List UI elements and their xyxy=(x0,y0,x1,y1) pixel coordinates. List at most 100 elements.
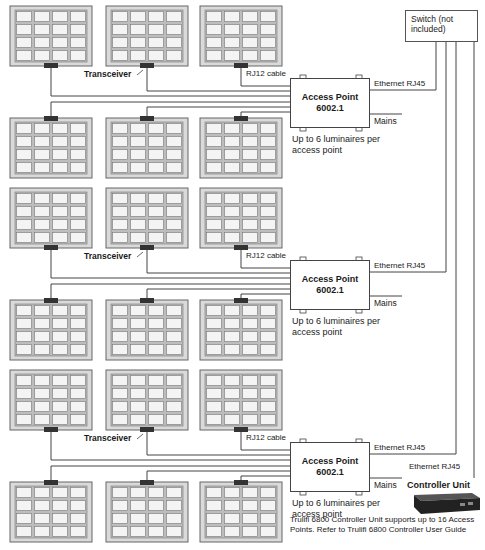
panel-cell xyxy=(113,306,128,316)
panel-cell xyxy=(17,332,32,342)
panel-cell xyxy=(71,12,86,22)
rj12-cable xyxy=(241,112,290,116)
panel-inner xyxy=(111,10,183,62)
panel-inner xyxy=(111,374,183,426)
panel-cell xyxy=(71,137,86,147)
panel-cell xyxy=(243,319,258,329)
panel-cell xyxy=(261,194,276,204)
panel-cell xyxy=(243,233,258,243)
panel-cell xyxy=(207,389,222,399)
panel-cell xyxy=(243,376,258,386)
panel-cell xyxy=(17,12,32,22)
panel-frame xyxy=(200,118,282,178)
panel-cell xyxy=(131,389,146,399)
panel-cell xyxy=(167,376,182,386)
panel-cell xyxy=(131,25,146,35)
panel-cell xyxy=(53,163,68,173)
panel-cell xyxy=(53,51,68,61)
transceiver-symbol xyxy=(44,245,58,250)
panel-cell xyxy=(149,488,164,498)
panel-cell xyxy=(207,163,222,173)
panel-cell xyxy=(207,402,222,412)
panel-cell xyxy=(53,137,68,147)
panel-cell xyxy=(243,389,258,399)
panel-cell xyxy=(167,501,182,511)
transceiver-symbol xyxy=(234,63,248,68)
panel-cell xyxy=(149,25,164,35)
panel-cell xyxy=(261,51,276,61)
rj12-cable xyxy=(51,68,290,96)
panel-cell xyxy=(243,501,258,511)
panel-cell xyxy=(17,51,32,61)
panel-frame xyxy=(10,118,92,178)
panel-cell xyxy=(167,389,182,399)
panel-cell xyxy=(261,220,276,230)
panel-cell xyxy=(131,415,146,425)
panel-cell xyxy=(131,319,146,329)
panel-cell xyxy=(131,137,146,147)
panel-cell xyxy=(243,402,258,412)
panel-cell xyxy=(149,514,164,524)
note-label: Up to 6 luminaires per access point xyxy=(292,316,402,338)
panel-inner xyxy=(15,304,87,356)
panel-cell xyxy=(35,38,50,48)
transceiver-symbol xyxy=(140,63,154,68)
rj12-cable xyxy=(147,289,290,298)
panel-cell xyxy=(261,12,276,22)
panel-inner xyxy=(111,122,183,174)
luminaire-panel xyxy=(10,116,92,178)
panel-cell xyxy=(149,389,164,399)
luminaire-panel xyxy=(200,188,282,250)
panel-cell xyxy=(225,137,240,147)
panel-cell xyxy=(261,402,276,412)
panel-cell xyxy=(17,415,32,425)
panel-cell xyxy=(131,220,146,230)
node-text: Switch (not included) xyxy=(411,14,472,34)
panel-cell xyxy=(261,137,276,147)
panel-cell xyxy=(149,207,164,217)
panel-cell xyxy=(149,220,164,230)
panel-cell xyxy=(243,12,258,22)
luminaire-panel xyxy=(106,6,188,68)
controller-unit: Controller Unit xyxy=(405,478,482,492)
panel-cell xyxy=(207,51,222,61)
connector-label: Ethernet RJ45 xyxy=(408,462,461,472)
panel-cell xyxy=(225,514,240,524)
panel-cell xyxy=(17,150,32,160)
ethernet-connector xyxy=(370,42,436,90)
panel-cell xyxy=(261,38,276,48)
panel-cell xyxy=(243,488,258,498)
panel-cell xyxy=(167,306,182,316)
leader-line xyxy=(137,252,143,257)
panel-cell xyxy=(149,402,164,412)
panel-inner xyxy=(15,192,87,244)
panel-cell xyxy=(261,389,276,399)
panel-cell xyxy=(149,415,164,425)
panel-cell xyxy=(207,488,222,498)
panel-frame xyxy=(106,188,188,248)
panel-cell xyxy=(225,376,240,386)
panel-cell xyxy=(53,402,68,412)
rj12-cable xyxy=(147,471,290,480)
panel-cell xyxy=(113,389,128,399)
panel-cell xyxy=(243,137,258,147)
luminaire-panel xyxy=(200,370,282,432)
panel-cell xyxy=(53,527,68,537)
luminaire-panel xyxy=(200,116,282,178)
panel-cell xyxy=(53,150,68,160)
panel-cell xyxy=(149,12,164,22)
panel-cell xyxy=(53,332,68,342)
panel-cell xyxy=(35,514,50,524)
panel-cell xyxy=(131,194,146,204)
panel-cell xyxy=(71,501,86,511)
panel-inner xyxy=(205,192,277,244)
panel-cell xyxy=(17,163,32,173)
panel-cell xyxy=(207,124,222,134)
panel-cell xyxy=(17,220,32,230)
panel-cell xyxy=(131,12,146,22)
panel-cell xyxy=(261,163,276,173)
panel-cell xyxy=(149,233,164,243)
panel-inner xyxy=(15,486,87,538)
panel-cell xyxy=(113,38,128,48)
panel-frame xyxy=(200,300,282,360)
